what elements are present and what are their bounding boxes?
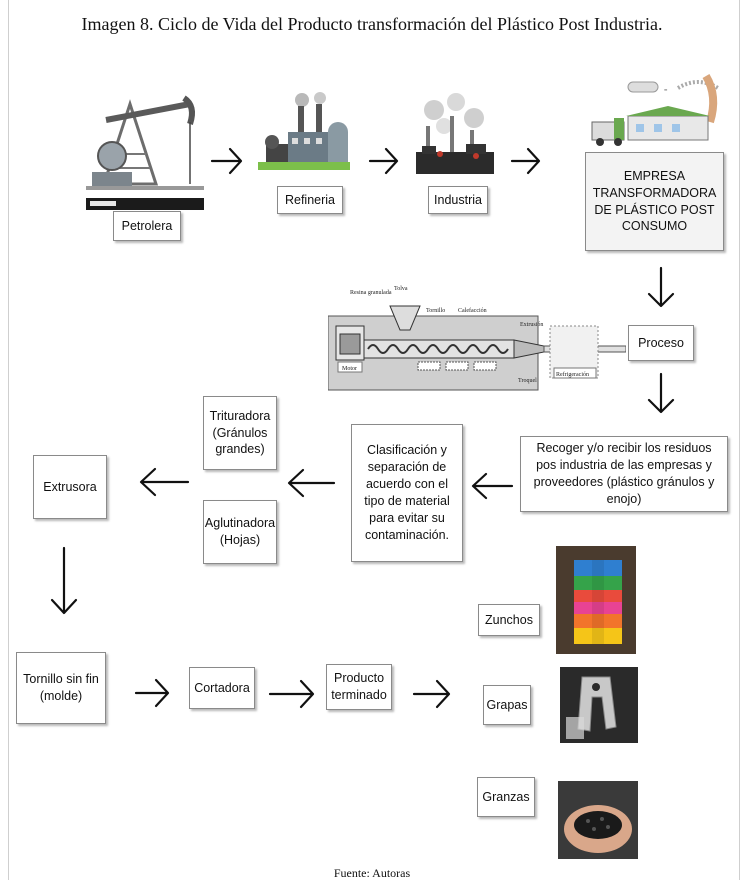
- node-proceso: Proceso: [628, 325, 694, 361]
- arrow-left: [287, 468, 336, 498]
- label-troquel: Troquel: [518, 378, 537, 384]
- arrow-right: [510, 147, 541, 175]
- refinery-image: [258, 92, 350, 170]
- node-petrolera: Petrolera: [113, 211, 181, 241]
- plastic-company-image: =: [591, 73, 720, 146]
- arrow-left: [471, 472, 514, 500]
- node-empresa: EMPRESA TRANSFORMADORA DE PLÁSTICO POST …: [585, 152, 724, 251]
- extruder-machine-image: Resina granulada Tolva Tornillo Calefacc…: [328, 286, 626, 391]
- figure-title: Imagen 8. Ciclo de Vida del Producto tra…: [81, 14, 663, 34]
- arrow-right: [268, 679, 315, 709]
- node-recoger: Recoger y/o recibir los residuos pos ind…: [520, 436, 728, 512]
- node-industria: Industria: [428, 186, 488, 214]
- arrow-right: [134, 678, 170, 708]
- label-resina: Resina granulada: [350, 290, 392, 296]
- arrow-down: [50, 546, 78, 615]
- node-aglutinadora: Aglutinadora (Hojas): [203, 500, 277, 564]
- arrow-right: [412, 679, 451, 709]
- node-clasificacion: Clasificación y separación de acuerdo co…: [351, 424, 463, 562]
- label-calefaccion: Calefacción: [458, 307, 487, 314]
- oil-pumpjack-image: [86, 92, 204, 210]
- node-producto: Producto terminado: [326, 664, 392, 710]
- arrow-down: [647, 266, 675, 308]
- arrow-down: [647, 372, 675, 414]
- figure-frame: [8, 0, 740, 880]
- figure-source: Fuente: Autoras: [333, 866, 411, 880]
- grapas-photo: [560, 667, 638, 743]
- industry-image: [416, 93, 494, 174]
- label-motor: Motor: [342, 366, 357, 372]
- node-granzas: Granzas: [477, 777, 535, 817]
- arrow-right: [210, 147, 243, 175]
- node-tornillo: Tornillo sin fin (molde): [16, 652, 106, 724]
- zunchos-photo: [556, 546, 636, 654]
- arrow-right: [368, 147, 399, 175]
- node-extrusora: Extrusora: [33, 455, 107, 519]
- label-tornillo: Tornillo: [426, 308, 445, 314]
- node-trituradora: Trituradora (Gránulos grandes): [203, 396, 277, 470]
- node-refineria: Refineria: [277, 186, 343, 214]
- node-cortadora: Cortadora: [189, 667, 255, 709]
- svg-text:=: =: [664, 88, 668, 94]
- label-refrigeracion: Refrigeración: [556, 371, 589, 378]
- label-tolva: Tolva: [394, 286, 408, 292]
- arrow-left: [139, 467, 190, 497]
- granzas-photo: [558, 781, 638, 859]
- node-zunchos: Zunchos: [478, 604, 540, 636]
- label-extrusion: Extrusión: [520, 322, 543, 328]
- node-grapas: Grapas: [483, 685, 531, 725]
